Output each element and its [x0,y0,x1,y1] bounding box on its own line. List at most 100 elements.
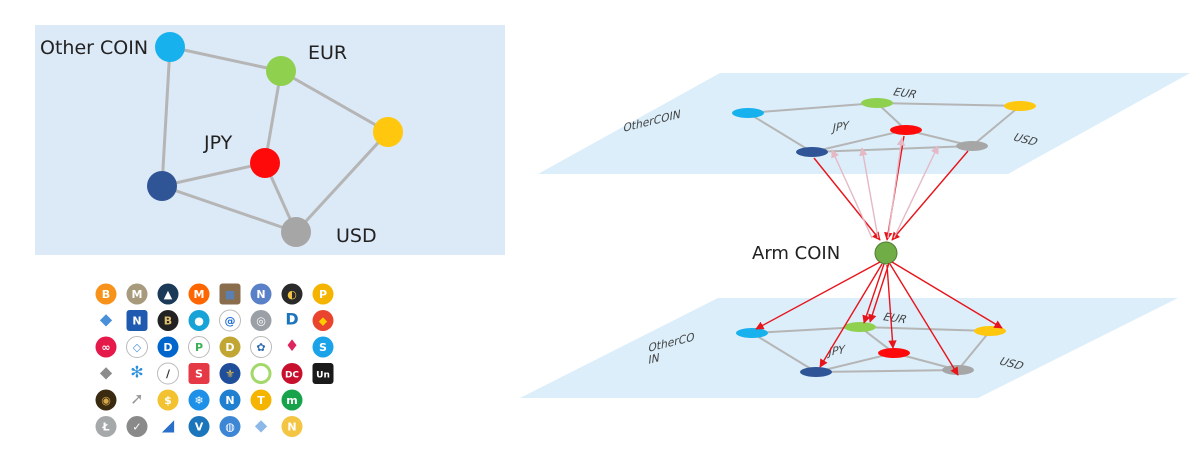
svg-text:➚: ➚ [130,389,143,408]
bottom-label-other-coin-2: IN [648,350,661,367]
svg-text:●: ● [194,315,204,328]
bottom-edge-gold-usd [957,330,991,371]
bottom-plane-group: OtherCO IN EUR JPY USD [520,298,1178,398]
arrow-faint-hub-to-top-1 [831,149,873,239]
svg-text:S: S [319,341,327,354]
fleur-coin-icon: ⚜ [219,363,241,384]
svg-text:T: T [257,394,265,407]
feather-coin-icon: / [157,362,179,385]
arrow-hub-to-navy [819,263,883,368]
arrow-top-usd-to-hub [891,150,969,241]
top-edge-jpy-navy [811,129,907,153]
node-eur [266,56,296,86]
svg-text:■: ■ [225,288,235,301]
bottom-label-eur: EUR [881,310,910,326]
svg-text:DC: DC [285,371,299,381]
unobtanium-icon: Un [312,363,334,384]
network-labels: Other COIN EUR JPY USD [40,37,377,247]
arrow-hub-to-gold [891,261,1003,329]
node-gold [373,117,403,147]
arrows-top-to-hub [813,135,969,241]
top-node-usd [956,141,988,151]
svg-text:Un: Un [316,371,330,381]
svg-text:♦: ♦ [285,336,299,355]
globe-coin-icon: ◍ [219,416,241,437]
bottom-edge-jpy-navy [815,352,895,373]
svg-text:◉: ◉ [101,394,111,407]
v-stripe-coin-icon: ◢ [162,416,175,435]
svg-text:N: N [132,315,141,328]
svg-text:◍: ◍ [225,421,235,434]
s-coin-icon: S [312,336,334,358]
bottom-edge-navy-usd [815,369,959,373]
node-usd [281,217,311,247]
ethereum-icon: ◆ [100,363,113,382]
svg-text:N: N [256,288,265,301]
network-nodes [147,32,403,247]
lisk-small-coin-icon: ◆ [255,416,268,435]
svg-text:M: M [194,288,205,301]
bytecoin-icon: B [157,310,179,331]
hub-node-arm-coin [874,241,898,265]
svg-text:◆: ◆ [255,416,268,435]
peercoin-icon: P [188,336,210,358]
bottom-node-eur [844,322,876,332]
svg-text:N: N [287,421,296,434]
svg-text:Ł: Ł [101,421,109,434]
bottom-node-jpy [878,348,910,358]
check-coin-icon: ✓ [126,416,148,437]
bottom-node-usd [942,365,974,375]
arrow-faint-hub-to-top-2 [859,147,879,239]
p-coin-icon: P [312,283,334,305]
arrow-faint-hub-to-top-4 [893,145,939,239]
svg-text:D: D [163,341,172,354]
svg-text:◎: ◎ [256,315,266,328]
edge-eur-gold [280,69,389,134]
svg-text:◐: ◐ [287,288,297,301]
swirl-coin-icon: ◐ [281,283,303,305]
arrow-hub-to-eur-2 [868,262,890,323]
gold-coin-icon: $ [157,389,179,411]
svg-text:M: M [132,288,143,301]
top-edge-othercoin-eur [747,102,878,114]
bitcoin-icon: B [95,283,117,305]
hub-group: Arm COIN [752,241,898,265]
bottom-edge-othercoin-navy [751,332,817,373]
arrow-top-navy-to-hub [813,157,881,241]
svg-text:S: S [195,368,203,381]
arrow-faint-hub-to-top-3 [887,137,906,239]
top-edge-gold-usd [971,105,1021,147]
edge-jpy-navy [161,161,266,188]
svg-text:N: N [225,394,234,407]
gray-globe-coin-icon: ◎ [250,310,272,331]
m-coin-icon: M [126,283,148,305]
arrow-hub-to-other-coin [755,261,881,330]
bottom-label-usd: USD [996,355,1027,373]
svg-text:D: D [225,341,234,354]
bottom-node-navy [800,367,832,377]
svg-text:@: @ [225,315,236,328]
lisk-coin-icon: ◆ [100,310,113,329]
hub-label: Arm COIN [752,243,840,264]
svg-text:◆: ◆ [319,315,328,328]
top-label-jpy: JPY [831,118,851,135]
top-node-other-coin [732,108,764,118]
arrow-hub-to-eur [862,263,885,324]
spiral-coin-icon: @ [219,309,241,332]
bottom-edge-othercoin-eur [751,326,861,334]
svg-text:B: B [164,315,172,328]
top-label-usd: USD [1010,131,1041,149]
edge-eur-jpy [263,70,283,164]
bottom-label-jpy: JPY [827,342,847,359]
top-plane [538,73,1190,174]
geo-coin-icon: ◇ [126,336,148,358]
arrows-hub-to-bottom [755,261,1003,376]
bottom-node-other-coin [736,328,768,338]
gold-ring-coin-icon: ◉ [95,389,117,411]
dash-coin-icon: D [285,310,298,329]
edge-gold-usd [294,130,390,234]
dc-coin-icon: DC [281,363,303,384]
ring-coin-icon [250,363,272,384]
top-node-eur [861,98,893,108]
